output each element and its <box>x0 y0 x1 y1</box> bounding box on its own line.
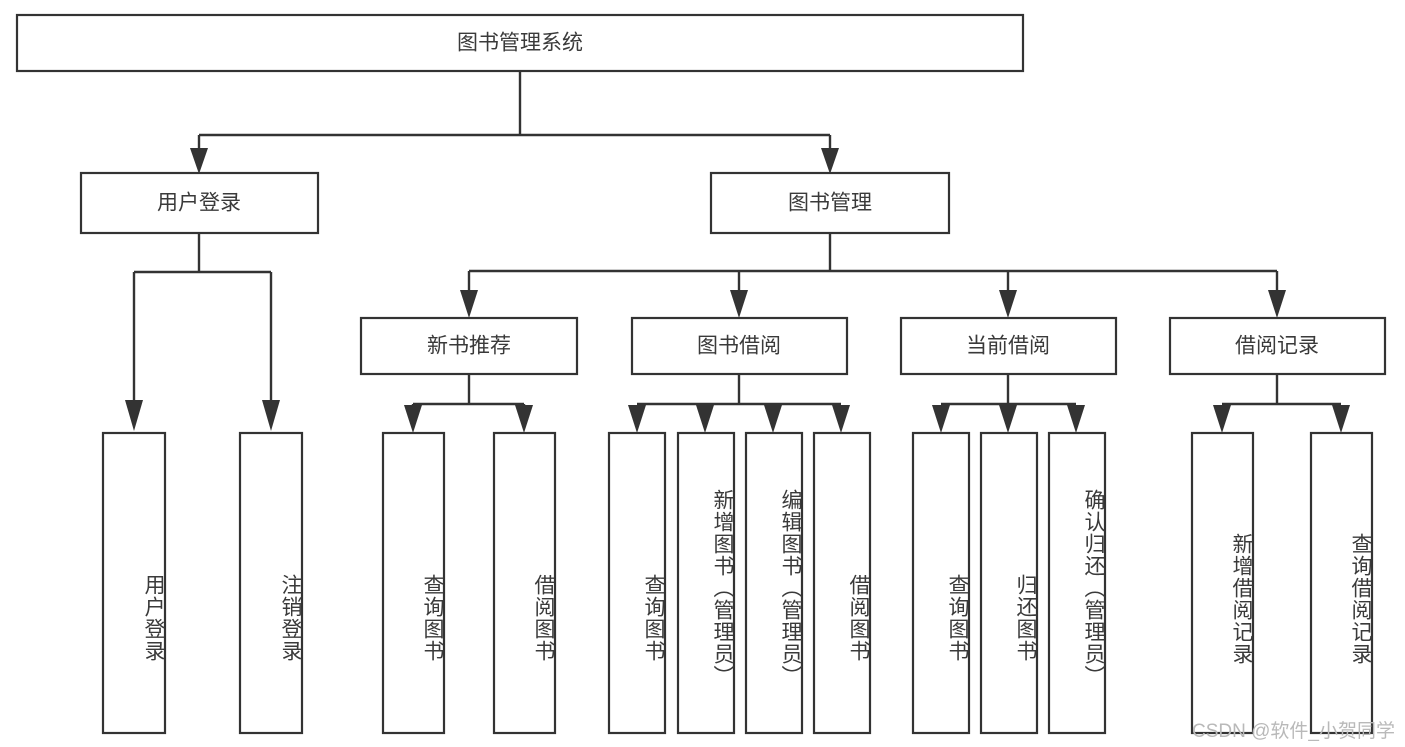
node-book-management-label: 图书管理 <box>788 192 872 215</box>
node-borrow-record-label: 借阅记录 <box>1235 335 1319 358</box>
leaf-new-book-2[interactable] <box>492 431 557 735</box>
leaf-user-login-2[interactable] <box>238 431 304 735</box>
arrowhead-leaf-borrow-4 <box>832 405 850 433</box>
node-book-borrow[interactable] <box>630 316 849 376</box>
arrowhead-leaf-borrow-3 <box>764 405 782 433</box>
leaf-current-borrow-1[interactable] <box>911 431 971 735</box>
leaf-borrow-record-1[interactable] <box>1190 431 1255 735</box>
connector-group-current <box>932 374 1085 433</box>
leaf-borrow-record-2[interactable] <box>1309 431 1374 735</box>
leaf-book-borrow-3[interactable] <box>744 431 804 735</box>
arrowhead-userlogin <box>190 148 208 174</box>
node-root[interactable] <box>15 13 1025 73</box>
arrowhead-record <box>1268 290 1286 318</box>
node-book-borrow-label: 图书借阅 <box>697 335 781 358</box>
arrowhead-newbook <box>460 290 478 318</box>
arrowhead-leaf-current-3 <box>1067 405 1085 433</box>
node-borrow-record[interactable] <box>1168 316 1387 376</box>
leaf-book-borrow-4[interactable] <box>812 431 872 735</box>
node-user-login[interactable] <box>79 171 320 235</box>
node-book-management[interactable] <box>709 171 951 235</box>
leaf-current-borrow-3[interactable] <box>1047 431 1107 735</box>
leaf-book-borrow-2[interactable] <box>676 431 736 735</box>
connector-group-borrow <box>628 374 850 433</box>
arrowhead-leaf-borrow-1 <box>628 405 646 433</box>
leaf-user-login-1[interactable] <box>101 431 167 735</box>
arrowhead-current <box>999 290 1017 318</box>
node-current-borrow-label: 当前借阅 <box>966 335 1050 358</box>
node-new-book-recommend[interactable] <box>359 316 579 376</box>
leaf-book-borrow-1[interactable] <box>607 431 667 735</box>
arrowhead-leaf-current-2 <box>999 405 1017 433</box>
node-new-book-recommend-label: 新书推荐 <box>427 335 511 358</box>
arrowhead-leaf-borrow-2 <box>696 405 714 433</box>
arrowhead-leaf-newbook-2 <box>515 405 533 433</box>
leaf-current-borrow-2[interactable] <box>979 431 1039 735</box>
arrowhead-leaf-current-1 <box>932 405 950 433</box>
arrowhead-leaf-record-2 <box>1332 405 1350 433</box>
arrowhead-leaf-userlogin-2 <box>262 400 280 431</box>
arrowhead-leaf-userlogin-1 <box>125 400 143 431</box>
leaf-new-book-1[interactable] <box>381 431 446 735</box>
connector-group-userlogin <box>125 233 280 431</box>
csdn-watermark: CSDN @软件_小贺同学 <box>1192 721 1395 742</box>
node-user-login-label: 用户登录 <box>157 192 241 215</box>
arrowhead-leaf-record-1 <box>1213 405 1231 433</box>
arrowhead-leaf-newbook-1 <box>404 405 422 433</box>
arrowhead-borrow <box>730 290 748 318</box>
arrowhead-bookmgmt <box>821 148 839 174</box>
connector-group-bookmgmt <box>460 233 1286 318</box>
connector-group-record <box>1213 374 1350 433</box>
node-root-label: 图书管理系统 <box>457 32 583 55</box>
connector-group-newbook <box>404 374 533 433</box>
connector-group-root <box>190 70 839 174</box>
node-current-borrow[interactable] <box>899 316 1118 376</box>
